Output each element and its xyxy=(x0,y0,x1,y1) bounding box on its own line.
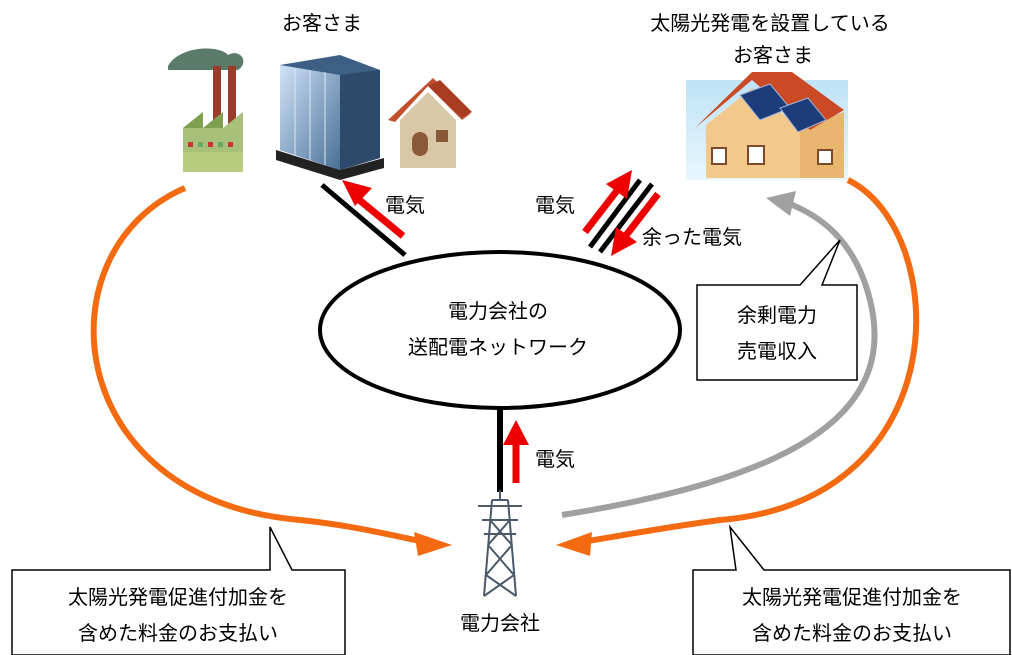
payment-flow-left xyxy=(90,185,431,546)
payment-left-line2: 含めた料金のお支払い xyxy=(78,621,278,645)
line-solar-to-network-1 xyxy=(587,178,643,249)
transmission-tower-icon xyxy=(478,490,522,597)
office-building-icon xyxy=(276,55,384,180)
solar-customers-label-line1: 太陽光発電を設置している xyxy=(650,11,889,35)
electricity-arrow-from-tower xyxy=(503,420,529,483)
line-customers-to-network xyxy=(320,183,407,257)
solar-customers-label-line2: お客さま xyxy=(733,43,813,67)
payment-arrowhead-left xyxy=(414,532,452,556)
factory-icon xyxy=(168,48,244,172)
payment-callout-right xyxy=(692,524,1011,655)
customers-label: お客さま xyxy=(282,11,362,35)
surplus-arrow-from-solar xyxy=(611,191,661,256)
electricity-label-left: 電気 xyxy=(385,193,425,217)
power-company-label: 電力会社 xyxy=(460,611,540,635)
surplus-revenue-callout xyxy=(696,239,858,381)
solar-house-icon xyxy=(686,72,848,180)
network-label-line1: 電力会社の xyxy=(448,299,548,323)
line-solar-to-network-2 xyxy=(598,182,654,254)
electricity-arrow-to-customers xyxy=(342,180,406,239)
surplus-box-line2: 売電収入 xyxy=(737,339,817,363)
payment-flow-right xyxy=(574,177,920,546)
surplus-revenue-flow xyxy=(561,199,878,518)
surplus-electricity-label: 余った電気 xyxy=(642,225,742,249)
surplus-revenue-arrowhead xyxy=(766,191,796,216)
payment-left-line1: 太陽光発電促進付加金を xyxy=(68,585,288,609)
payment-callout-left xyxy=(11,526,346,655)
electricity-arrow-to-solar xyxy=(582,170,632,235)
house-icon xyxy=(388,78,472,168)
electricity-label-right: 電気 xyxy=(535,193,575,217)
network-label-line2: 送配電ネットワーク xyxy=(408,335,588,359)
payment-right-line1: 太陽光発電促進付加金を xyxy=(742,585,962,609)
electricity-label-bottom: 電気 xyxy=(535,447,575,471)
payment-right-line2: 含めた料金のお支払い xyxy=(752,621,952,645)
power-network-ellipse xyxy=(318,250,682,410)
payment-arrowhead-right xyxy=(556,532,592,556)
surplus-box-line1: 余剰電力 xyxy=(737,303,817,327)
